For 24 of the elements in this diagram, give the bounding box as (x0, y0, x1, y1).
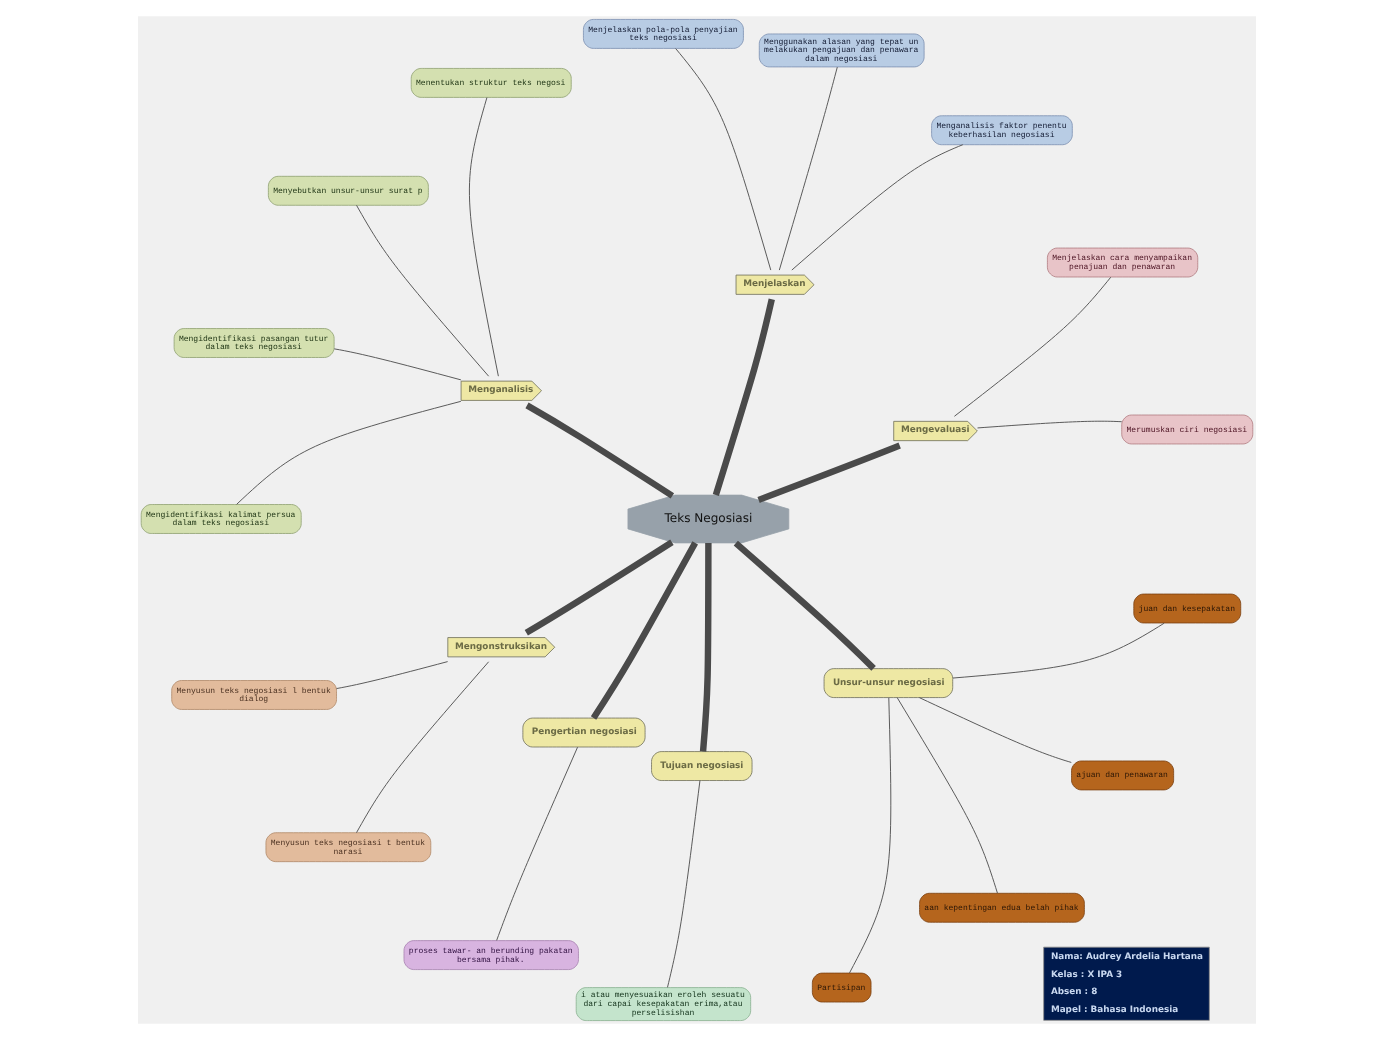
connector (236, 400, 462, 505)
connector (469, 97, 499, 377)
connector (977, 420, 1123, 429)
connector (675, 48, 772, 271)
connector (590, 541, 698, 720)
connector (757, 442, 901, 503)
connector (524, 539, 674, 636)
connector (356, 204, 490, 377)
connector (953, 276, 1112, 417)
connector (778, 66, 838, 271)
connector (333, 348, 462, 381)
connector (712, 298, 775, 496)
connector (699, 542, 712, 752)
connector (791, 144, 964, 271)
connector (952, 622, 1165, 679)
connector (896, 697, 998, 894)
connector (849, 697, 892, 974)
connector (733, 540, 876, 671)
connector (496, 746, 579, 941)
connector (356, 661, 490, 834)
connector (918, 697, 1072, 763)
connector (336, 661, 449, 690)
connector (525, 402, 675, 499)
connector (667, 780, 701, 988)
